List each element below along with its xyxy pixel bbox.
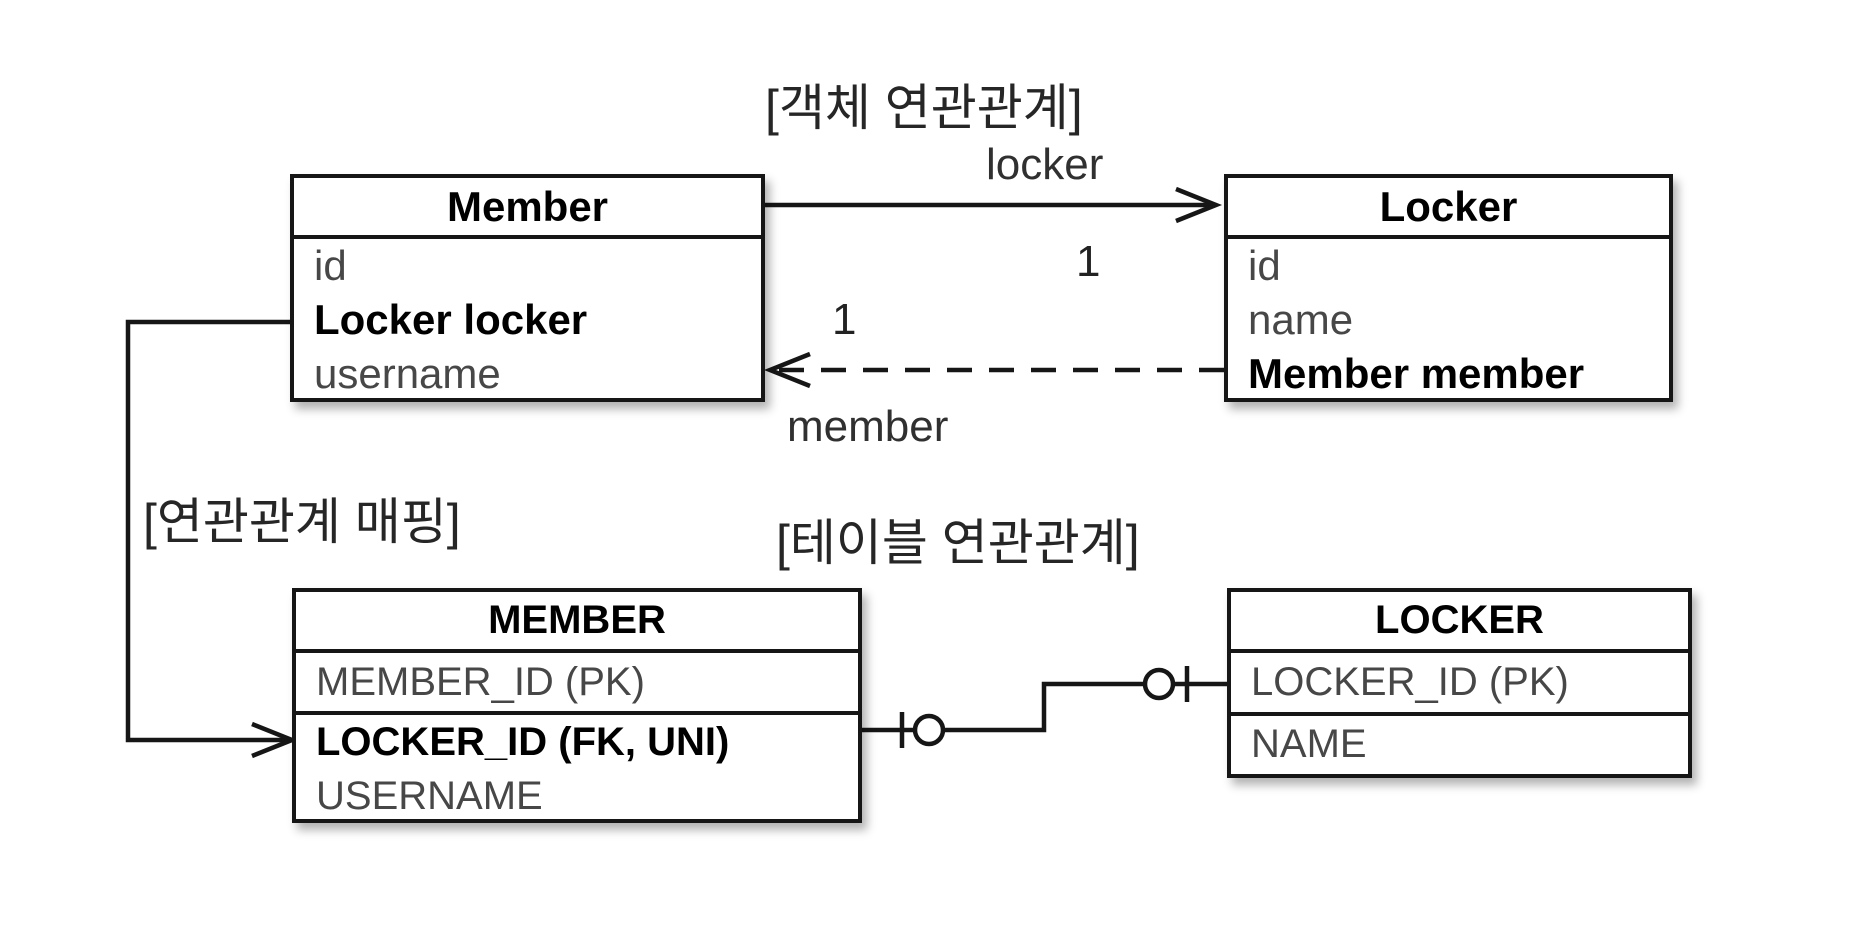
table-relationship-connector [862, 666, 1227, 748]
member-reference-cardinality: 1 [832, 295, 857, 344]
member-reference-label: member [787, 402, 949, 451]
member-class-title: Member [294, 178, 761, 239]
locker-class-field-id: id [1248, 242, 1281, 289]
member-table-column-username: USERNAME [316, 774, 543, 818]
member-class-field-id: id [314, 242, 347, 289]
locker-table-box: LOCKER LOCKER_ID (PK) NAME [1227, 588, 1692, 778]
table-association-title: [테이블 연관관계] [776, 515, 1140, 571]
member-table-title: MEMBER [296, 592, 858, 653]
mapping-title: [연관관계 매핑] [143, 494, 461, 550]
locker-class-field-name: name [1248, 296, 1354, 343]
locker-table-title: LOCKER [1231, 592, 1688, 653]
member-table-column-lockerid: LOCKER_ID (FK, UNI) [316, 720, 730, 764]
locker-class-box: Locker id name Member member [1224, 174, 1673, 402]
member-class-box: Member id Locker locker username [290, 174, 765, 402]
locker-table-column-name: NAME [1251, 722, 1367, 766]
locker-table-columns: NAME [1231, 716, 1688, 772]
zero-circle-member-side [912, 713, 946, 747]
object-association-title: [객체 연관관계] [765, 80, 1083, 136]
member-table-pk-column: MEMBER_ID (PK) [296, 653, 858, 715]
locker-reference-arrowhead [1175, 186, 1223, 224]
locker-class-field-member: Member member [1248, 350, 1585, 397]
zero-circle-locker-side [1142, 667, 1176, 701]
member-reference-arrowhead [763, 351, 811, 389]
locker-reference-label: locker [986, 140, 1104, 189]
locker-class-title: Locker [1228, 178, 1669, 239]
member-table-columns: LOCKER_ID (FK, UNI) USERNAME [296, 715, 858, 823]
table-connector-line [862, 681, 1227, 733]
member-class-field-locker: Locker locker [314, 296, 588, 343]
member-table-box: MEMBER MEMBER_ID (PK) LOCKER_ID (FK, UNI… [292, 588, 862, 823]
mapping-connector-arrowhead [251, 721, 299, 759]
locker-table-pk-column: LOCKER_ID (PK) [1231, 653, 1688, 716]
object-association-arrows [763, 186, 1224, 389]
locker-reference-cardinality: 1 [1076, 237, 1101, 286]
member-class-fields: id Locker locker username [294, 239, 761, 401]
locker-class-fields: id name Member member [1228, 239, 1669, 401]
member-class-field-username: username [314, 350, 501, 397]
